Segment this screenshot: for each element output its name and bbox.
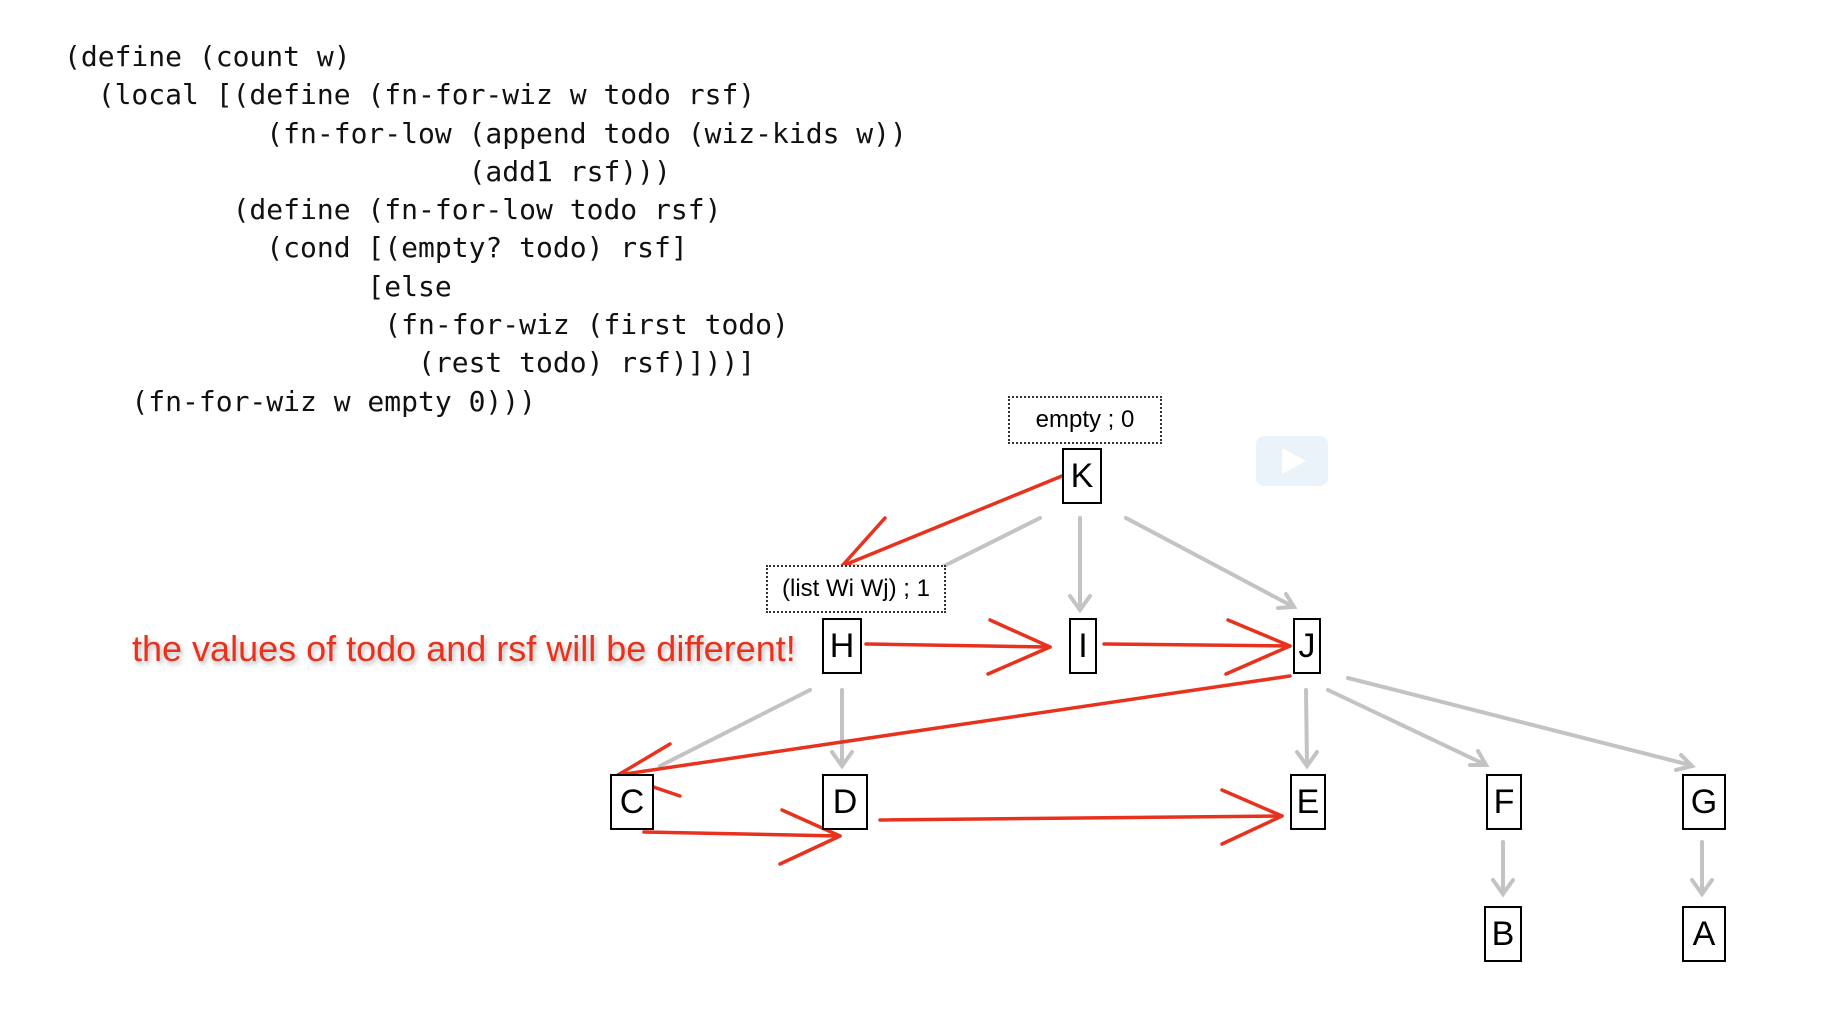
edge-k-i xyxy=(1068,516,1092,614)
edge-j-f xyxy=(1326,688,1490,767)
code-line: (define (fn-for-low todo rsf) xyxy=(64,193,722,227)
accumulator-label-h: (list Wi Wj) ; 1 xyxy=(766,565,946,613)
edge-j-e xyxy=(1295,688,1319,770)
edge-k-j xyxy=(1124,516,1298,610)
annotation-text: the values of todo and rsf will be diffe… xyxy=(132,628,796,669)
node-d: D xyxy=(822,774,868,830)
accumulator-label-k: empty ; 0 xyxy=(1008,396,1162,444)
node-f: F xyxy=(1486,774,1522,830)
edge-h-d xyxy=(830,688,854,770)
trace-i-to-j xyxy=(1102,618,1292,676)
edge-k-h xyxy=(938,516,1042,570)
edge-j-g xyxy=(1346,676,1696,772)
code-line: (local [(define (fn-for-wiz w todo rsf) xyxy=(64,78,756,112)
code-line: (define (count w) xyxy=(64,40,351,73)
code-line: (fn-for-wiz (first todo) xyxy=(64,308,789,342)
code-line: (rest todo) rsf)]))] xyxy=(64,346,756,380)
node-i: I xyxy=(1069,618,1097,674)
code-line: (cond [(empty? todo) rsf] xyxy=(64,231,688,265)
edge-h-c xyxy=(658,688,812,768)
node-h: H xyxy=(822,618,862,674)
edge-g-a xyxy=(1690,840,1714,898)
node-k: K xyxy=(1062,448,1102,504)
trace-h-to-i xyxy=(864,618,1052,676)
edge-f-b xyxy=(1491,840,1515,898)
node-e: E xyxy=(1290,774,1326,830)
node-a: A xyxy=(1682,906,1726,962)
node-g: G xyxy=(1682,774,1726,830)
code-block: (define (count w) (local [(define (fn-fo… xyxy=(64,38,907,421)
trace-d-to-e xyxy=(878,788,1284,846)
trace-c-to-d xyxy=(642,808,842,866)
node-b: B xyxy=(1484,906,1522,962)
code-line: (add1 rsf))) xyxy=(64,154,671,188)
node-j: J xyxy=(1293,618,1321,674)
code-line: [else xyxy=(64,269,452,303)
play-icon[interactable] xyxy=(1256,436,1328,486)
code-line: (fn-for-wiz w empty 0))) xyxy=(64,384,537,418)
node-c: C xyxy=(610,774,654,830)
code-line: (fn-for-low (append todo (wiz-kids w)) xyxy=(64,116,907,150)
